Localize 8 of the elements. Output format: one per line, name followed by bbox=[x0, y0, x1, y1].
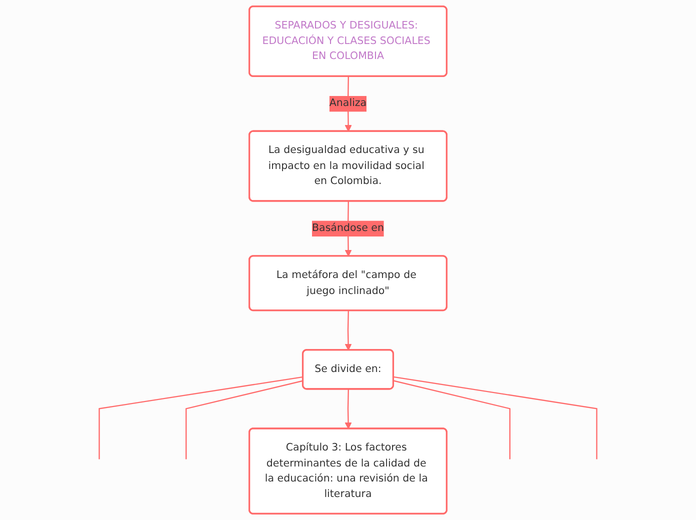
connector-line bbox=[98, 376, 304, 460]
connector-line bbox=[344, 310, 352, 351]
connector-line bbox=[394, 380, 510, 460]
edge-label: Analiza bbox=[329, 98, 367, 110]
connector-line bbox=[344, 389, 352, 430]
edge-label: Basándose en bbox=[312, 222, 384, 234]
connector-line bbox=[186, 380, 304, 460]
connector-line bbox=[394, 376, 598, 460]
